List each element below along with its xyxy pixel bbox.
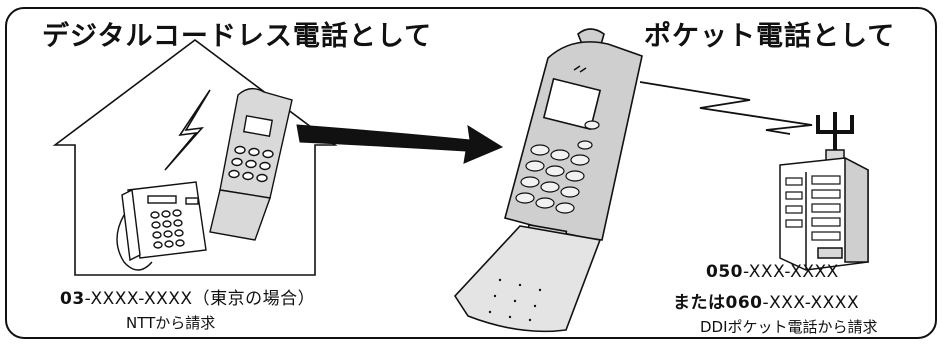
pocket-number-2-rest: -XXX-XXXX	[762, 293, 860, 313]
house-outline	[52, 39, 338, 276]
pocket-title: ポケット電話として	[644, 21, 896, 52]
cordless-number: 03-XXXX-XXXX（東京の場合）	[60, 284, 315, 309]
pocket-number-1-prefix: 050	[706, 262, 743, 282]
pocket-number-1: 050-XXX-XXXX	[706, 262, 839, 282]
cordless-number-rest: -XXXX-XXXX（東京の場合）	[84, 289, 316, 309]
pocket-number-1-rest: -XXX-XXXX	[743, 262, 839, 282]
flip-phone-icon	[453, 28, 643, 333]
desk-phone-icon	[116, 181, 207, 271]
outer-frame	[5, 7, 937, 339]
transfer-arrow	[296, 124, 504, 164]
pocket-number-2-prefix: または060	[673, 293, 763, 313]
cordless-title: デジタルコードレス電話として	[42, 21, 433, 52]
small-handset-icon	[209, 87, 293, 241]
pocket-number-2: または060-XXX-XXXX	[673, 288, 859, 313]
radio-wave-icon	[639, 81, 813, 135]
lightning-icon	[164, 89, 211, 171]
base-station-icon	[779, 149, 869, 271]
cordless-billing: NTTから請求	[126, 314, 216, 332]
pocket-billing: DDIポケット電話から請求	[700, 318, 878, 336]
antenna-icon	[816, 112, 854, 150]
cordless-number-prefix: 03	[60, 289, 85, 309]
